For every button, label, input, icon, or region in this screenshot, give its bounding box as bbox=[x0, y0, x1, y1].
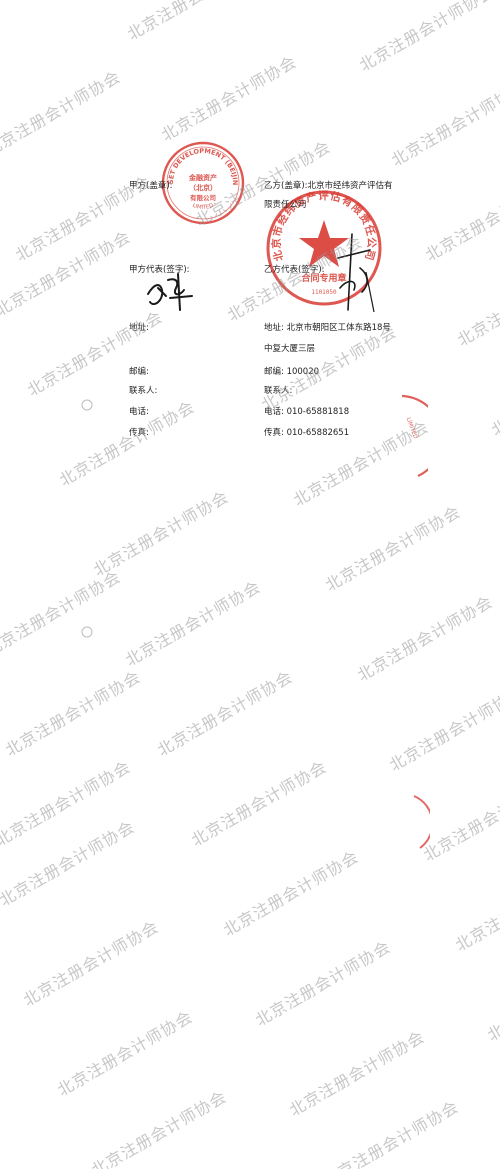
party-a-phone-label: 电话: bbox=[129, 407, 149, 417]
party-b-rep-label: 乙方代表(签字): bbox=[264, 265, 325, 275]
party-b-fax: 传真: 010-65882651 bbox=[264, 428, 350, 438]
watermark-text: 北京注册会计师协会 bbox=[122, 576, 265, 670]
edge-seal-text: LIMITED bbox=[405, 417, 418, 440]
party-b-seal-sub: 合同专用章 bbox=[301, 272, 346, 284]
svg-text:（北京）: （北京） bbox=[189, 183, 217, 192]
watermark-text: 北京注册会计师协会 bbox=[0, 66, 125, 160]
party-a-address-label: 地址: bbox=[129, 323, 149, 333]
watermark-text: 北京注册会计师协会 bbox=[0, 566, 125, 660]
party-b-stamp-label: 乙方(盖章):北京市经纬资产评估有 bbox=[264, 181, 393, 191]
watermark-text: 北京注册会计师协会 bbox=[354, 591, 497, 685]
party-b-phone: 电话: 010-65881818 bbox=[264, 407, 350, 417]
party-a-seal-bottom: LIMITED bbox=[191, 203, 214, 211]
watermark-text: 北京注册会计师协会 bbox=[286, 1026, 429, 1120]
watermark-text: 北京注册会计师协会 bbox=[454, 256, 500, 350]
watermark-text: 北京注册会计师协会 bbox=[322, 501, 465, 595]
watermark-text: 北京注册会计师协会 bbox=[0, 756, 135, 850]
binding-hole-icon bbox=[81, 399, 93, 411]
watermark-text: 北京注册会计师协会 bbox=[158, 51, 301, 145]
watermark-text: 北京注册会计师协会 bbox=[56, 396, 199, 490]
watermark-text: 北京注册会计师协会 bbox=[0, 816, 139, 910]
svg-text:有限公司: 有限公司 bbox=[190, 193, 216, 202]
watermark-text: 北京注册会计师协会 bbox=[488, 346, 500, 440]
watermark-text: 北京注册会计师协会 bbox=[484, 951, 500, 1045]
watermark-text: 北京注册会计师协会 bbox=[54, 1006, 197, 1100]
svg-text:LIMITED: LIMITED bbox=[191, 203, 214, 211]
watermark-text: 北京注册会计师协会 bbox=[0, 226, 135, 320]
edge-seal-fragment-2 bbox=[413, 795, 430, 849]
party-a-postcode-label: 邮编: bbox=[129, 367, 149, 377]
watermark-text: 北京注册会计师协会 bbox=[452, 861, 500, 955]
watermark-text: 北京注册会计师协会 bbox=[420, 771, 500, 865]
watermark-text: 北京注册会计师协会 bbox=[188, 756, 331, 850]
party-a-seal: ASSET DEVELOPMENT (BEIJING) LIMITED 金融资产… bbox=[160, 140, 245, 225]
party-b-signature bbox=[337, 233, 375, 313]
watermark-text: 北京注册会计师协会 bbox=[388, 76, 500, 170]
watermark-text: 北京注册会计师协会 bbox=[422, 171, 500, 265]
party-a-stamp-label: 甲方(盖章): bbox=[129, 181, 173, 191]
party-b-postcode: 邮编: 100020 bbox=[264, 367, 320, 377]
watermark-text: 北京注册会计师协会 bbox=[122, 0, 267, 45]
party-a-rep-label: 甲方代表(签字): bbox=[129, 265, 190, 275]
watermark-text: 北京注册会计师协会 bbox=[90, 486, 233, 580]
party-a-contact-label: 联系人: bbox=[129, 386, 158, 396]
watermark-text: 北京注册会计师协会 bbox=[2, 666, 145, 760]
svg-text:金融资产: 金融资产 bbox=[188, 173, 217, 182]
party-b-seal-code: 1101050 bbox=[311, 289, 337, 296]
watermark-text: 北京注册会计师协会 bbox=[154, 666, 297, 760]
watermark-text: 北京注册会计师协会 bbox=[88, 1086, 231, 1169]
watermark-text: 北京注册会计师协会 bbox=[252, 936, 395, 1030]
watermark-text: 北京注册会计师协会 bbox=[20, 916, 163, 1010]
watermark-text: 北京注册会计师协会 bbox=[320, 1096, 463, 1169]
party-b-seal: 北京市经纬资产评估有限责任公司 合同专用章 1101050 bbox=[266, 189, 382, 306]
party-a-fax-label: 传真: bbox=[129, 428, 149, 438]
party-b-contact: 联系人: bbox=[264, 386, 293, 396]
watermark-text: 北京注册会计师协会 bbox=[220, 846, 363, 940]
party-a-signature bbox=[147, 273, 193, 311]
watermark-text: 北京注册会计师协会 bbox=[356, 0, 499, 75]
binding-hole-icon bbox=[81, 626, 93, 638]
party-b-address-line2: 中复大厦三层 bbox=[264, 344, 316, 354]
party-b-address-line1: 地址: 北京市朝阳区工体东路18号 bbox=[264, 323, 391, 333]
watermark-text: 北京注册会计师协会 bbox=[386, 681, 500, 775]
edge-seal-fragment: LIMITED bbox=[401, 394, 428, 477]
party-b-stamp-label-2: 限责任公司 bbox=[264, 200, 307, 210]
